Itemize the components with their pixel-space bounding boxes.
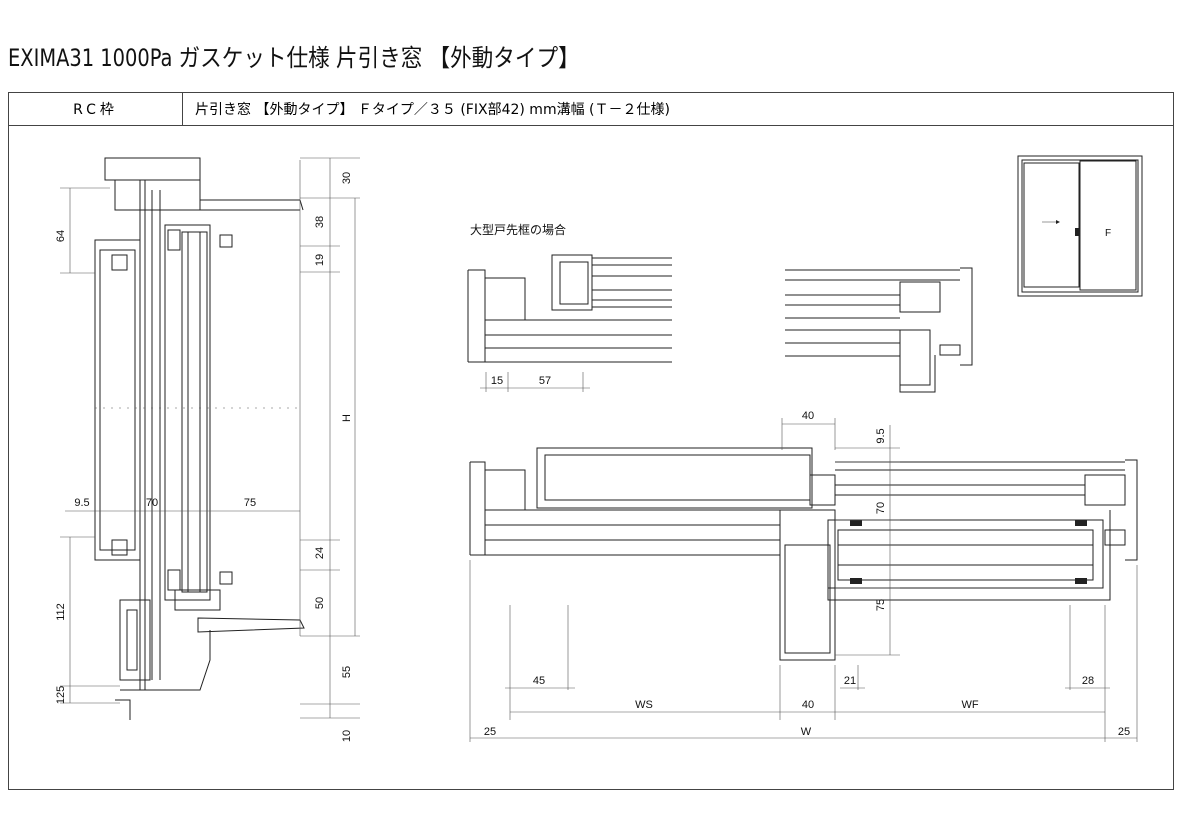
dim-WS: WS: [635, 699, 653, 711]
handle-icon: [1075, 228, 1079, 236]
horizontal-section: 40 9.5 70 75 45 WS 40 21 WF 28 25 W 25: [469, 410, 1138, 742]
dim-75-right: 75: [875, 599, 887, 611]
vertical-section: 64 112 125 9.5 70 75 30 38 19 H 24 50 55…: [55, 157, 360, 742]
dim-25-left: 25: [484, 726, 496, 738]
dim-24: 24: [314, 547, 326, 559]
frame-type-label: RC枠: [9, 93, 183, 125]
dim-WF: WF: [961, 699, 978, 711]
dim-40-top: 40: [802, 410, 814, 422]
dim-57: 57: [539, 375, 551, 387]
dim-55: 55: [341, 666, 353, 678]
dim-10: 10: [341, 730, 353, 742]
spec-label: 片引き窓 【外動タイプ】 Ｆタイプ／３５ (FIX部42) mm溝幅 (Ｔ－２仕…: [195, 102, 670, 118]
large-stile-detail: 大型戸先框の場合 15 57: [467, 222, 672, 392]
dim-70-right: 70: [875, 502, 887, 514]
drawing-frame: RC枠 片引き窓 【外動タイプ】 Ｆタイプ／３５ (FIX部42) mm溝幅 (…: [8, 92, 1174, 790]
vertical-dim-labels: 64 112 125 9.5 70 75 30 38 19 H 24 50 55…: [55, 172, 353, 742]
dim-15: 15: [491, 375, 503, 387]
dim-28: 28: [1082, 675, 1094, 687]
dim-50: 50: [314, 597, 326, 609]
dim-112: 112: [55, 603, 67, 621]
dim-H: H: [341, 414, 353, 422]
dim-38: 38: [314, 216, 326, 228]
sheet-title: EXIMA31 1000Pa ガスケット仕様 片引き窓 【外動タイプ】: [8, 44, 580, 72]
dim-75: 75: [244, 497, 256, 509]
dim-64: 64: [55, 230, 67, 242]
dim-70: 70: [146, 497, 158, 509]
dim-40-bottom: 40: [802, 699, 814, 711]
dim-45: 45: [533, 675, 545, 687]
dim-21: 21: [844, 675, 856, 687]
fixed-pane-label: F: [1105, 228, 1111, 239]
dim-W: W: [801, 726, 812, 738]
dim-9-5-right: 9.5: [875, 428, 887, 443]
dim-25-right: 25: [1118, 726, 1130, 738]
dim-30: 30: [341, 172, 353, 184]
large-stile-label: 大型戸先框の場合: [470, 222, 566, 237]
right-jamb-detail: [785, 267, 973, 393]
arrow-right-icon: [1042, 220, 1060, 224]
header-row: RC枠 片引き窓 【外動タイプ】 Ｆタイプ／３５ (FIX部42) mm溝幅 (…: [9, 93, 1173, 126]
dim-9-5: 9.5: [74, 497, 89, 509]
dim-125: 125: [55, 686, 67, 704]
window-elevation: F: [1017, 155, 1143, 297]
dim-19: 19: [314, 254, 326, 266]
